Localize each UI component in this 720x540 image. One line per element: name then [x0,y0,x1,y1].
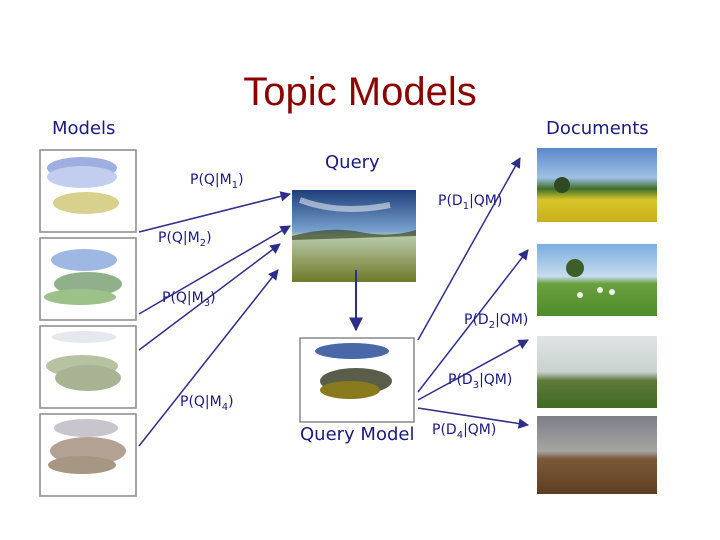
arrow-qm-doc1 [417,157,521,341]
models-header: Models [52,118,116,139]
document-4-image [537,416,657,494]
document-1-image [537,148,657,222]
document-3-image [537,336,657,408]
arrow-qm-doc3 [417,339,529,401]
arrow-qm-doc2 [417,249,529,393]
query-model-label: Query Model [300,424,415,445]
doc-prob-4: P(D4|QM) [432,422,497,441]
model-prob-1: P(Q|M1) [190,172,244,191]
model-3-box [39,325,137,409]
model-1-box [39,149,137,233]
document-2-image [537,244,657,316]
arrow-model3-query [138,243,281,351]
documents-header: Documents [546,118,649,139]
doc-prob-1: P(D1|QM) [438,193,503,212]
doc-prob-3: P(D3|QM) [448,372,513,391]
query-model-box [299,337,415,423]
query-image [292,190,416,282]
doc-prob-2: P(D2|QM) [464,312,529,331]
query-label: Query [325,152,380,173]
page-title: Topic Models [243,70,477,114]
arrow-qm-doc4 [417,407,530,429]
model-prob-4: P(Q|M4) [180,394,234,413]
model-2-box [39,237,137,321]
model-prob-2: P(Q|M2) [158,230,212,249]
model-prob-3: P(Q|M3) [162,290,216,309]
arrow-model2-query [138,225,291,315]
model-4-box [39,413,137,497]
arrow-model4-query [138,269,279,447]
arrow-model1-query [138,191,292,233]
